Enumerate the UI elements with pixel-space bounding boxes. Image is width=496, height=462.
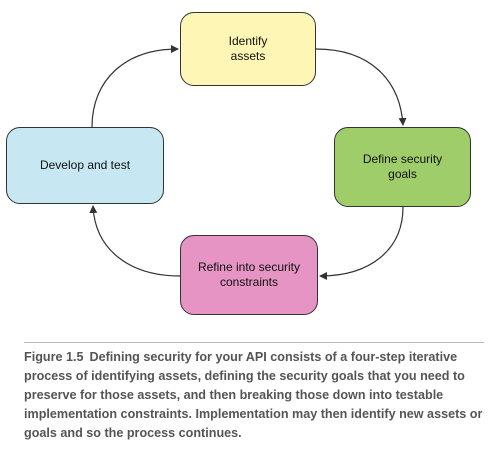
figure-number: Figure 1.5 bbox=[24, 350, 84, 364]
refine-constraints-label-line1: Refine into security bbox=[197, 260, 301, 274]
figure-caption-text: Defining security for your API consists … bbox=[24, 350, 483, 440]
cycle-arrows bbox=[89, 45, 407, 280]
arrow-develop-to-identify bbox=[91, 45, 179, 128]
develop-and-test-node: Develop and test bbox=[6, 127, 164, 204]
cycle-diagram: Identify assets Define security goals Re… bbox=[6, 12, 471, 315]
caption-divider bbox=[24, 342, 484, 343]
define-security-goals-node: Define security goals bbox=[334, 127, 471, 207]
identify-assets-label-line2: assets bbox=[230, 49, 266, 63]
identify-assets-label-line1: Identify bbox=[228, 34, 268, 48]
arrow-refine-to-develop bbox=[89, 205, 181, 277]
identify-assets-node: Identify assets bbox=[180, 12, 316, 86]
define-security-goals-label-line2: goals bbox=[388, 167, 417, 181]
define-security-goals-label-line1: Define security bbox=[362, 152, 443, 166]
refine-constraints-label-line2: constraints bbox=[219, 275, 278, 289]
arrow-define-to-refine bbox=[319, 206, 404, 280]
refine-constraints-node: Refine into security constraints bbox=[180, 235, 318, 315]
develop-and-test-label: Develop and test bbox=[39, 158, 131, 172]
arrow-identify-to-define bbox=[315, 48, 407, 126]
